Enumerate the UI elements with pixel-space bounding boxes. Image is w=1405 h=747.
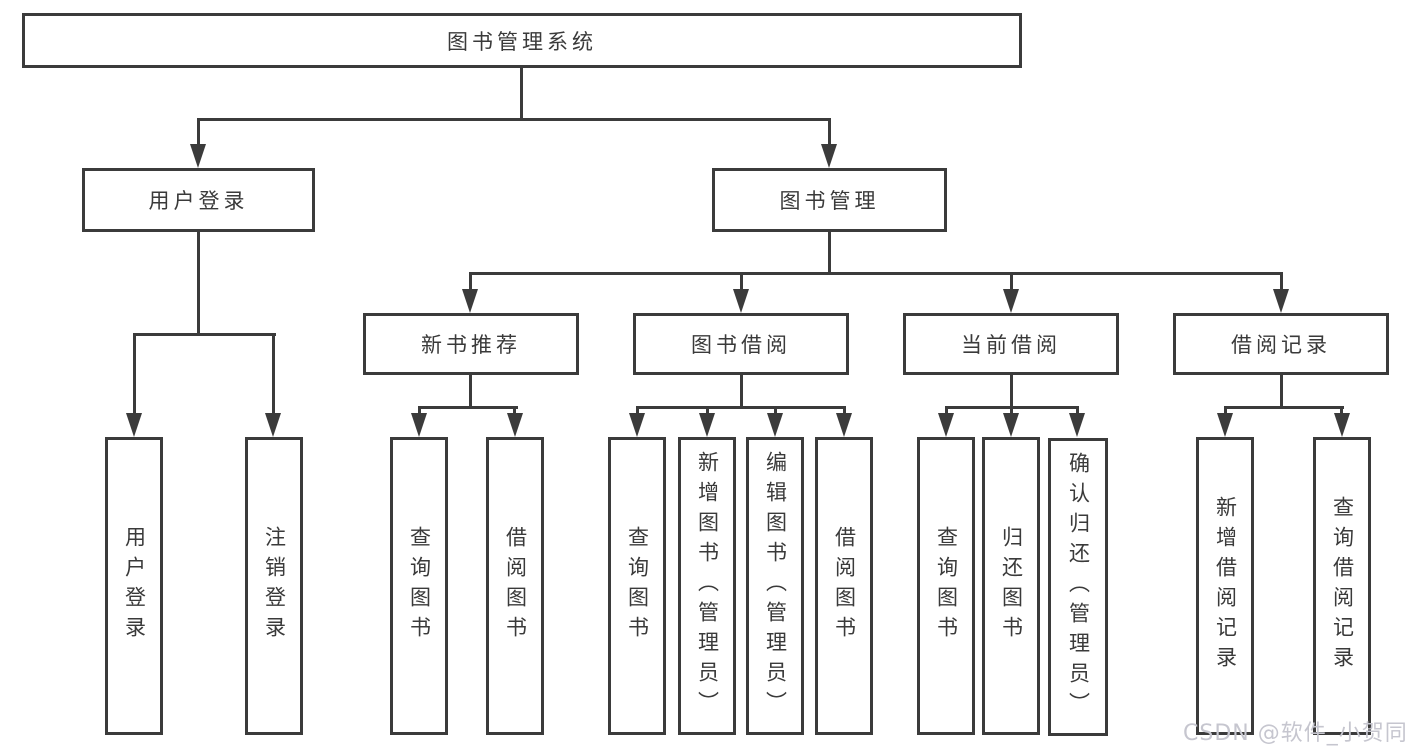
node-new-book-recommend: 新书推荐: [363, 313, 579, 375]
connector-user-login-stem: [197, 232, 200, 336]
arrowhead-section: [1003, 289, 1019, 313]
connector-section-hline: [636, 406, 846, 409]
leaf-query-books: 查询图书: [608, 437, 666, 735]
connector-section-hline: [945, 406, 1079, 409]
connector-level2-hline: [197, 118, 831, 121]
connector-drop-leaf: [133, 335, 136, 415]
arrowhead-leaf: [629, 413, 645, 437]
node-book-borrow: 图书借阅: [633, 313, 849, 375]
connector-drop-leaf: [774, 408, 777, 416]
node-current-borrow: 当前借阅: [903, 313, 1119, 375]
arrowhead-leaf: [1217, 413, 1233, 437]
connector-root-stem: [520, 68, 523, 121]
connector-drop-section: [740, 274, 743, 292]
connector-drop-leaf: [1010, 408, 1013, 416]
arrowhead-user-login: [190, 144, 206, 168]
connector-drop-section: [1280, 274, 1283, 292]
leaf-return-books: 归还图书: [982, 437, 1040, 735]
leaf-user-login: 用户登录: [105, 437, 163, 735]
leaf-logout: 注销登录: [245, 437, 303, 735]
arrowhead-leaf: [699, 413, 715, 437]
leaf-borrow-books: 借阅图书: [815, 437, 873, 735]
connector-drop-user-login: [197, 120, 200, 146]
arrowhead-leaf: [265, 413, 281, 437]
connector-drop-leaf: [513, 408, 516, 416]
leaf-borrow-books: 借阅图书: [486, 437, 544, 735]
connector-book-mgmt-stem: [828, 232, 831, 275]
connector-drop-leaf: [843, 408, 846, 416]
arrowhead-leaf: [938, 413, 954, 437]
connector-drop-leaf: [418, 408, 421, 416]
connector-drop-leaf: [706, 408, 709, 416]
leaf-confirm-return-admin: 确认归还（管理员）: [1048, 438, 1108, 736]
leaf-query-books: 查询图书: [390, 437, 448, 735]
arrowhead-leaf: [1334, 413, 1350, 437]
arrowhead-leaf: [767, 413, 783, 437]
connector-drop-leaf: [945, 408, 948, 416]
arrowhead-section: [1273, 289, 1289, 313]
arrowhead-leaf: [1003, 413, 1019, 437]
arrowhead-leaf: [507, 413, 523, 437]
connector-drop-leaf: [1224, 408, 1227, 416]
leaf-edit-books-admin: 编辑图书（管理员）: [746, 437, 804, 735]
arrowhead-leaf: [836, 413, 852, 437]
connector-user-login-hline: [133, 333, 276, 336]
connector-drop-section: [469, 274, 472, 292]
leaf-query-borrow-record: 查询借阅记录: [1313, 437, 1371, 735]
node-root-system: 图书管理系统: [22, 13, 1022, 68]
arrowhead-book-mgmt: [821, 144, 837, 168]
connector-section-stem: [469, 375, 472, 409]
connector-drop-book-mgmt: [828, 120, 831, 146]
leaf-query-books: 查询图书: [917, 437, 975, 735]
arrowhead-section: [462, 289, 478, 313]
node-user-login: 用户登录: [82, 168, 315, 232]
connector-section-stem: [1010, 375, 1013, 409]
arrowhead-leaf: [411, 413, 427, 437]
connector-drop-leaf: [1340, 408, 1343, 416]
connector-drop-section: [1010, 274, 1013, 292]
connector-drop-leaf: [272, 335, 275, 415]
arrowhead-leaf: [126, 413, 142, 437]
watermark: CSDN @软件_小贺同学: [1183, 721, 1405, 746]
connector-level3-hline: [469, 272, 1283, 275]
connector-section-hline: [418, 406, 518, 409]
connector-section-stem: [1280, 375, 1283, 409]
leaf-add-books-admin: 新增图书（管理员）: [678, 437, 736, 735]
leaf-add-borrow-record: 新增借阅记录: [1196, 437, 1254, 735]
node-book-management: 图书管理: [712, 168, 947, 232]
connector-drop-leaf: [1076, 408, 1079, 416]
arrowhead-section: [733, 289, 749, 313]
connector-section-stem: [740, 375, 743, 409]
arrowhead-leaf: [1069, 413, 1085, 437]
connector-drop-leaf: [636, 408, 639, 416]
connector-section-hline: [1224, 406, 1344, 409]
node-borrow-records: 借阅记录: [1173, 313, 1389, 375]
